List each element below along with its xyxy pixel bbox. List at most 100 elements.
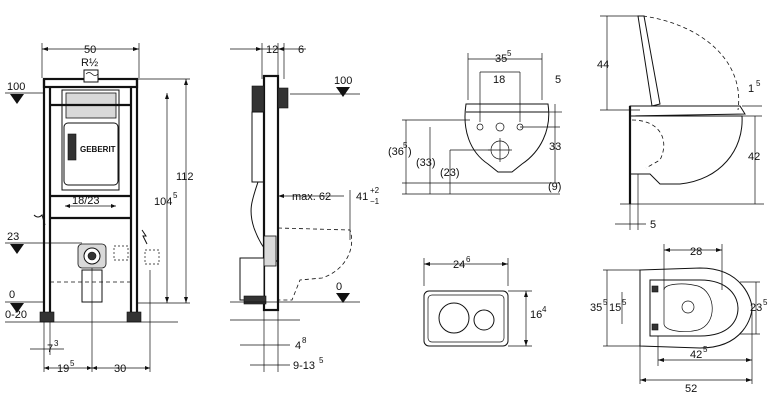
waste-bend (239, 257, 265, 301)
level-0-marker (10, 303, 24, 313)
bowl-outline (464, 103, 550, 173)
bowl-body (629, 115, 743, 185)
dim-41-minus: −1 (370, 197, 380, 206)
flush-button-large (438, 302, 470, 334)
height-frame-label: 104 (154, 196, 172, 208)
bowl-top-view: 28 35 5 15 5 23 5 42 5 52 (590, 244, 768, 395)
dim-30-label: 30 (114, 363, 126, 375)
dim-35-label: 35 (495, 53, 507, 65)
plate-height-label: 16 (530, 309, 542, 321)
inner-width-label: 18/23 (72, 195, 100, 207)
waste-pipe-inner (87, 251, 97, 261)
side-flush-plate (277, 87, 289, 109)
arrow (524, 340, 528, 346)
dim-5-label: 5 (555, 74, 561, 86)
arrow (165, 297, 169, 303)
water-tap-icon (33, 214, 46, 226)
arrow (133, 47, 139, 51)
dim-35-frac: 5 (507, 49, 512, 58)
electrical-box-ext (144, 249, 160, 265)
level-0-marker (336, 293, 350, 303)
level-23-marker (10, 244, 24, 254)
side-cistern (251, 111, 265, 183)
level-23-label: 23 (7, 231, 19, 243)
dim-7-label: 7 (47, 343, 53, 355)
dim-4-frac: 8 (302, 336, 307, 345)
plate-width-frac: 6 (466, 255, 471, 264)
waste-connection-side (263, 235, 277, 267)
dim-42-frac: 5 (703, 345, 708, 354)
dim-9-13-label: 9-13 (293, 360, 315, 372)
floor-range-label: 0-20 (5, 309, 27, 321)
dim-33-label: 33 (549, 141, 561, 153)
dim-6-label: 6 (298, 44, 304, 56)
dim-23-frac: 5 (763, 298, 768, 307)
arrow (184, 79, 188, 85)
plate-width-label: 24 (453, 259, 465, 271)
waste-foot (243, 295, 267, 305)
arrow (524, 291, 528, 297)
brand-label: GEBERIT (80, 145, 116, 154)
arrow (746, 378, 752, 382)
level-0-label: 0 (9, 289, 15, 301)
dim-33p-label: (33) (416, 157, 436, 169)
arrow (640, 378, 646, 382)
arrow (278, 194, 284, 198)
dim-36-close: ) (408, 146, 412, 158)
electrical-box (113, 245, 129, 261)
arrow (87, 366, 92, 370)
dim-15-frac: 5 (622, 298, 627, 307)
level-100-label: 100 (334, 75, 352, 87)
dim-23p-label: (23) (440, 167, 460, 179)
level-100-marker (336, 87, 350, 97)
right-foot (126, 311, 142, 323)
flush-button-small (473, 309, 495, 331)
water-connection (83, 69, 99, 83)
water-symbol (85, 72, 99, 76)
electrical-icon (141, 229, 148, 245)
dim-41-label: 41 (356, 191, 368, 203)
arrow (111, 204, 116, 208)
arrow (256, 47, 262, 51)
arrow (716, 248, 722, 252)
dim-44-label: 44 (597, 59, 609, 71)
drain-hole (681, 300, 695, 314)
trap-path (631, 119, 665, 169)
hinge-right (651, 323, 659, 331)
dim-18-label: 18 (493, 74, 505, 86)
cistern-body (63, 122, 119, 186)
cistern-logo-mark (67, 133, 77, 161)
width-label: 50 (84, 44, 96, 56)
dim-36-label: (36 (388, 146, 404, 158)
dim-1-frac: 5 (756, 79, 761, 88)
dim-9-13-frac: 5 (319, 356, 324, 365)
cistern (61, 89, 120, 191)
dim-42-label: 42 (748, 151, 760, 163)
dim-4-label: 4 (295, 340, 301, 352)
arrow (664, 248, 670, 252)
side-frame (262, 74, 280, 312)
dim-35-frac: 5 (603, 298, 608, 307)
lid-swing-arc (642, 15, 740, 111)
arrow (658, 358, 664, 362)
height-frame-frac: 5 (173, 191, 178, 200)
left-foot (39, 311, 55, 323)
bowl-side-view: 44 1 5 42 5 (597, 15, 764, 231)
side-cistern-panel (251, 85, 265, 113)
level-100-marker (10, 94, 24, 104)
raised-lid (637, 15, 661, 107)
arrow (746, 358, 752, 362)
dim-52-label: 52 (685, 383, 697, 395)
dim-42-label: 42 (690, 349, 702, 361)
arrow (184, 297, 188, 303)
dim-19-frac: 5 (70, 359, 75, 368)
max-62-label: max. 62 (292, 191, 331, 203)
arrow (42, 47, 48, 51)
dim-35-label: 35 (590, 302, 602, 314)
dim-1-label: 1 (748, 83, 754, 95)
side-view: 12 6 100 max. 62 41 +2 −1 0 4 (230, 43, 380, 372)
arrow (65, 204, 70, 208)
level-100-label: 100 (7, 81, 25, 93)
arrow (502, 262, 508, 266)
